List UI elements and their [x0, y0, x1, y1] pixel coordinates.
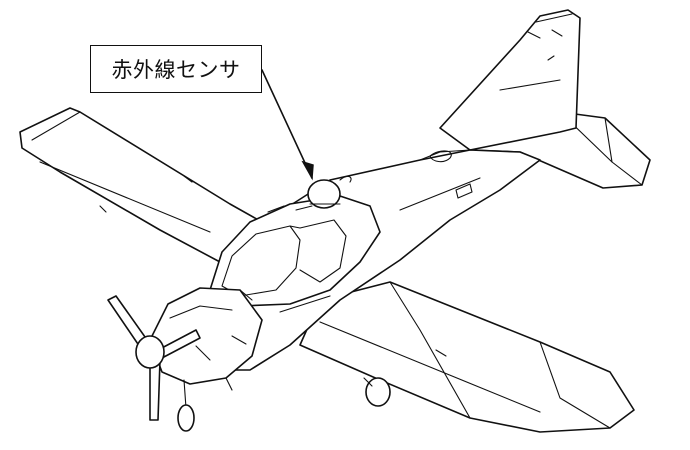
fuselage — [199, 149, 541, 371]
callout-label: 赤外線センサ — [111, 58, 241, 82]
engine-cowling — [149, 287, 263, 385]
callout-box: 赤外線センサ — [90, 45, 262, 93]
landing-gear — [177, 377, 391, 432]
propeller — [107, 295, 201, 421]
left-wing — [19, 107, 263, 263]
infrared-sensor-dome — [307, 179, 341, 209]
canopy — [209, 195, 381, 307]
vertical-tail — [439, 9, 581, 151]
right-wing — [299, 281, 635, 433]
callout-leader — [261, 69, 314, 181]
